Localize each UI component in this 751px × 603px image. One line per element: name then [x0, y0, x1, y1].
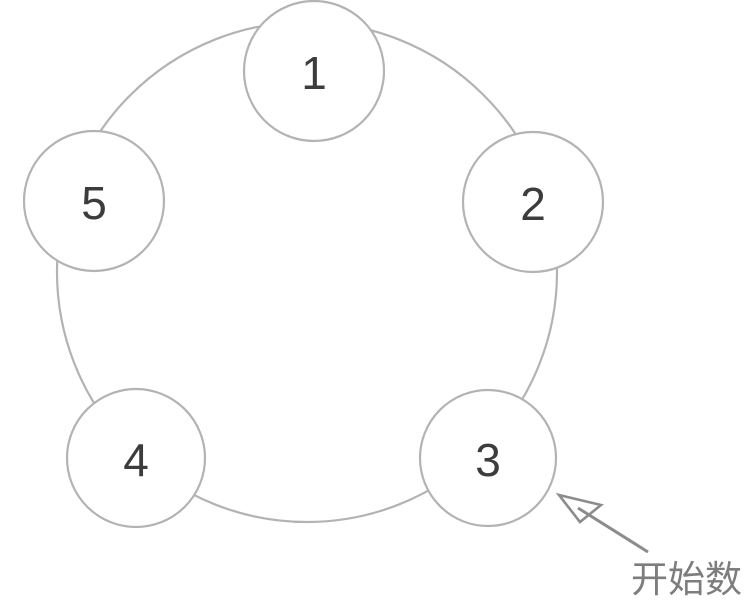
node-1-circle[interactable] — [242, 0, 386, 143]
node-2-label: 2 — [520, 178, 546, 230]
start-pointer-arrow — [555, 492, 649, 554]
node-1-label: 1 — [301, 47, 327, 99]
node-5-circle[interactable] — [22, 129, 166, 273]
node-4-circle[interactable] — [65, 387, 207, 529]
node-5-label: 5 — [81, 177, 107, 229]
node-2[interactable]: 2 — [461, 130, 605, 274]
node-3-circle[interactable] — [418, 388, 558, 528]
node-2-circle[interactable] — [461, 130, 605, 274]
arrow-head-icon — [555, 492, 604, 524]
node-3[interactable]: 3 — [418, 388, 558, 528]
node-1[interactable]: 1 — [242, 0, 386, 143]
node-5[interactable]: 5 — [22, 129, 166, 273]
node-4-label: 4 — [123, 434, 149, 486]
node-3-label: 3 — [475, 434, 501, 486]
node-4[interactable]: 4 — [65, 387, 207, 529]
start-annotation-label: 开始数 — [631, 558, 742, 601]
